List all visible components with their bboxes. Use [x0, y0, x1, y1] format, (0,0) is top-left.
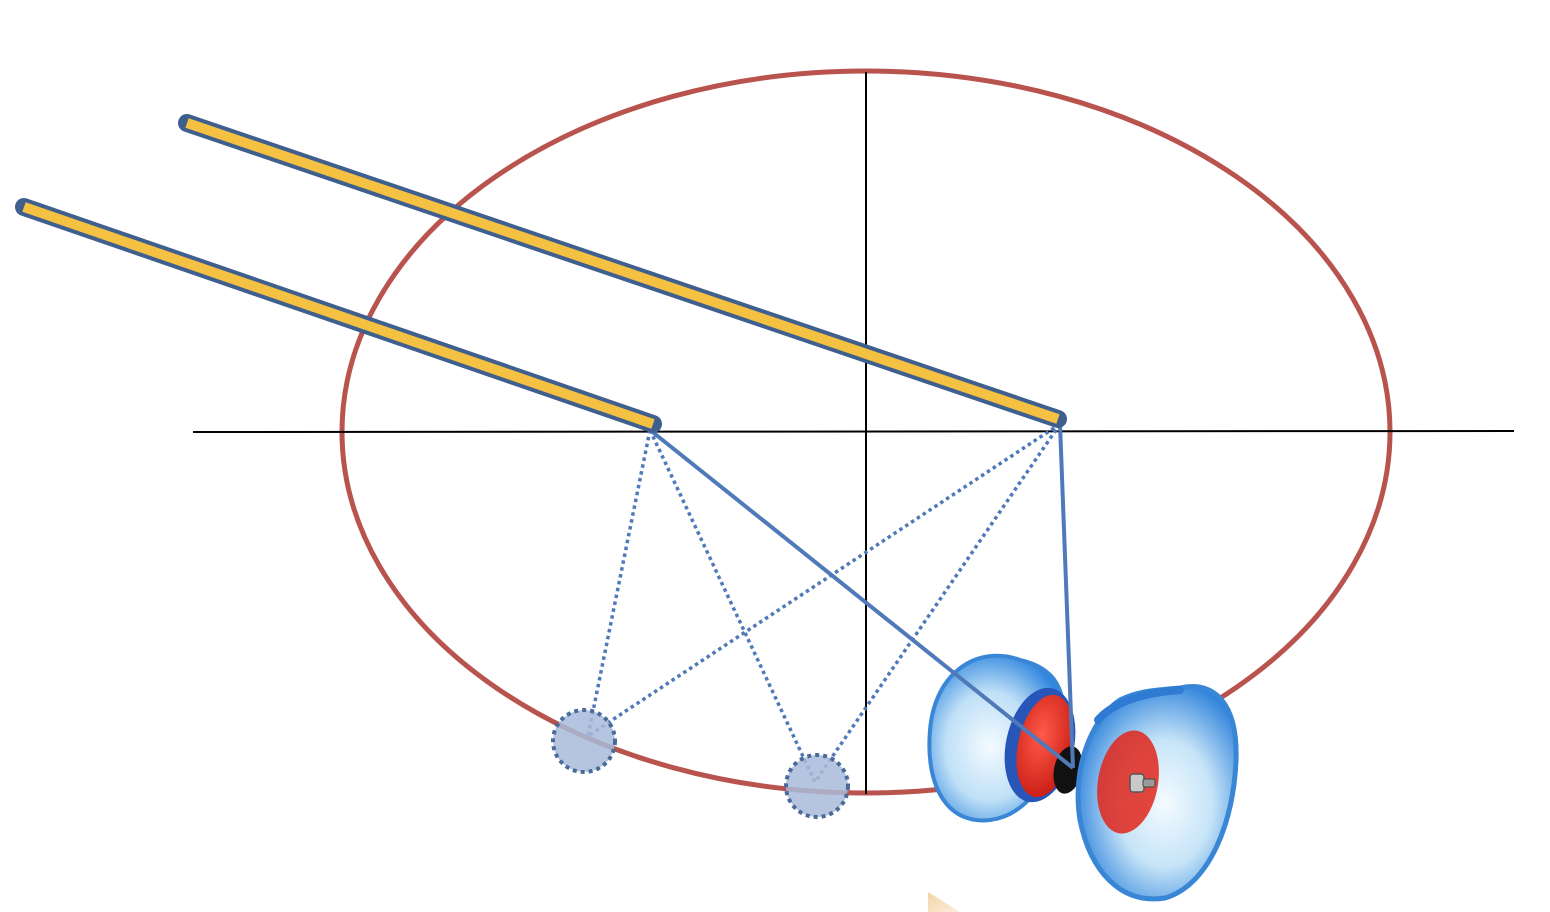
solid-string-1: [648, 428, 1075, 770]
ghost-diabolo-1: [551, 708, 617, 774]
ghost-diabolos: [551, 708, 850, 819]
horizontal-axis: [192, 430, 1515, 433]
diabolo-sticks: [15, 114, 1067, 433]
diabolo-right-cup-rim: [1094, 686, 1184, 724]
dotted-string-2: [587, 422, 1061, 738]
diabolo-right-core-inner: [1097, 730, 1159, 834]
dotted-strings: [586, 422, 1062, 783]
dotted-string-4: [813, 423, 1062, 783]
lower-stick: [15, 198, 662, 433]
solid-strings: [648, 423, 1075, 770]
diabolo-bolt-icon: [1129, 773, 1145, 793]
dotted-string-1: [586, 429, 652, 737]
diabolo-bolt-end: [1142, 778, 1156, 788]
solid-string-2: [1058, 423, 1075, 769]
lower-stick-fill: [22, 202, 655, 429]
upper-stick-fill: [185, 118, 1060, 424]
ghost-diabolo-2: [784, 753, 850, 819]
dotted-string-3: [648, 429, 817, 783]
upper-stick: [178, 114, 1067, 428]
background-corner-tint: [928, 892, 960, 912]
diabolo-icon: [927, 653, 1239, 902]
